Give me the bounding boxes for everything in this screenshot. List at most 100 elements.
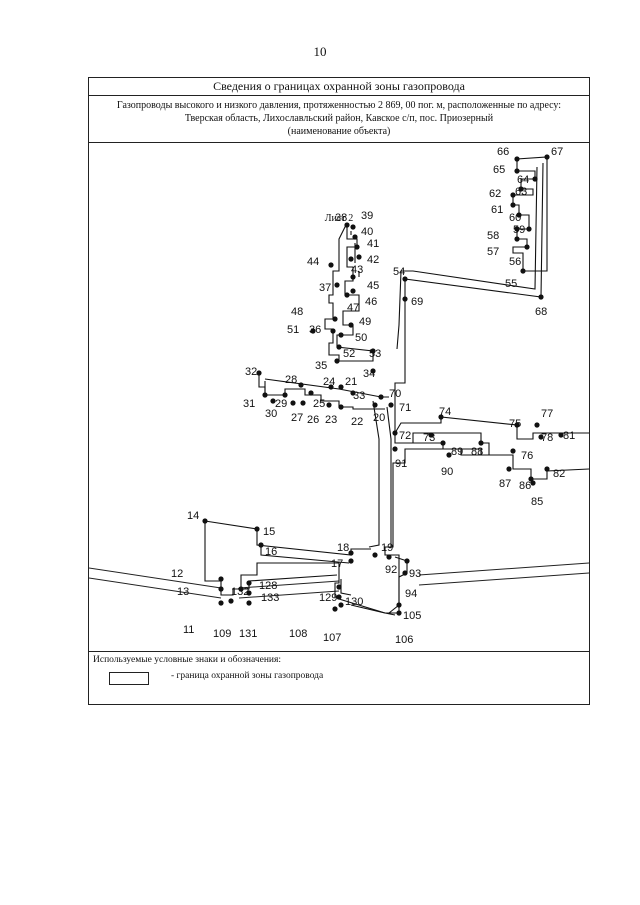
- boundary-point-label-74: 74: [439, 406, 451, 418]
- boundary-point-57: [514, 236, 520, 242]
- boundary-point-label-59: 59: [513, 224, 525, 236]
- boundary-point-label-32: 32: [245, 366, 257, 378]
- boundary-point-64: [532, 176, 538, 182]
- boundary-point-label-52: 52: [343, 348, 355, 360]
- boundary-point-35: [334, 358, 340, 364]
- boundary-point-label-88: 88: [471, 446, 483, 458]
- boundary-point-label-37: 37: [319, 282, 331, 294]
- boundary-point-label-107: 107: [323, 632, 341, 644]
- boundary-point-132: [238, 586, 244, 592]
- boundary-point-label-85: 85: [531, 496, 543, 508]
- boundary-point-label-25: 25: [313, 398, 325, 410]
- boundary-point-label-69: 69: [411, 296, 423, 308]
- boundary-point-33: [350, 390, 356, 396]
- boundary-point-76: [510, 448, 516, 454]
- boundary-point-label-12: 12: [171, 568, 183, 580]
- boundary-point-66: [514, 156, 520, 162]
- boundary-point-19: [372, 552, 378, 558]
- boundary-point-52: [336, 344, 342, 350]
- boundary-point-34: [370, 368, 376, 374]
- boundary-point-131: [246, 600, 252, 606]
- boundary-point-85: [530, 480, 536, 486]
- boundary-point-75: [514, 422, 520, 428]
- boundary-point-12: [218, 576, 224, 582]
- boundary-point-91: [392, 446, 398, 452]
- boundary-point-label-109: 109: [213, 628, 231, 640]
- boundary-point-106: [396, 610, 402, 616]
- boundary-point-109: [228, 598, 234, 604]
- boundary-point-65: [514, 168, 520, 174]
- boundary-point-54: [402, 276, 408, 282]
- boundary-point-label-63: 63: [515, 186, 527, 198]
- object-description: Газопроводы высокого и низкого давления,…: [89, 95, 589, 143]
- boundary-point-label-16: 16: [265, 546, 277, 558]
- boundary-point-label-47: 47: [347, 302, 359, 314]
- boundary-point-label-43: 43: [351, 264, 363, 276]
- legend-boundary-swatch: [109, 672, 149, 685]
- boundary-point-label-50: 50: [355, 332, 367, 344]
- boundary-point-93: [404, 558, 410, 564]
- boundary-point-label-42: 42: [367, 254, 379, 266]
- road-left-lower: [89, 577, 222, 599]
- boundary-point-label-66: 66: [497, 146, 509, 158]
- boundary-point-label-27: 27: [291, 412, 303, 424]
- boundary-point-label-23: 23: [325, 414, 337, 426]
- boundary-point-128: [246, 580, 252, 586]
- boundary-point-label-40: 40: [361, 226, 373, 238]
- boundary-point-53: [370, 348, 376, 354]
- boundary-point-label-51: 51: [287, 324, 299, 336]
- boundary-point-71: [388, 402, 394, 408]
- boundary-point-22: [338, 404, 344, 410]
- boundary-point-30: [270, 398, 276, 404]
- boundary-point-label-29: 29: [275, 398, 287, 410]
- boundary-point-16: [258, 542, 264, 548]
- boundary-point-129: [336, 584, 342, 590]
- boundary-point-38: [344, 222, 350, 228]
- boundary-point-label-92: 92: [385, 564, 397, 576]
- boundary-point-78: [538, 434, 544, 440]
- boundary-point-14: [202, 518, 208, 524]
- boundary-point-77: [534, 422, 540, 428]
- sheet-label: Лист 2: [324, 213, 354, 224]
- boundary-point-13: [218, 586, 224, 592]
- boundary-point-32: [256, 370, 262, 376]
- boundary-point-42: [356, 254, 362, 260]
- boundary-point-label-56: 56: [509, 256, 521, 268]
- boundary-point-21: [338, 384, 344, 390]
- boundary-point-label-77: 77: [541, 408, 553, 420]
- boundary-point-label-54: 54: [393, 266, 405, 278]
- boundary-point-67: [544, 154, 550, 160]
- boundary-point-88: [478, 440, 484, 446]
- boundary-point-label-20: 20: [373, 412, 385, 424]
- boundary-point-label-49: 49: [359, 316, 371, 328]
- boundary-point-label-90: 90: [441, 466, 453, 478]
- boundary-point-label-39: 39: [361, 210, 373, 222]
- boundary-point-label-45: 45: [367, 280, 379, 292]
- road-right-lower: [418, 572, 589, 586]
- boundary-point-label-94: 94: [405, 588, 417, 600]
- road-mid-lower: [238, 590, 340, 599]
- boundary-point-47: [344, 292, 350, 298]
- object-description-line3: (наименование объекта): [287, 126, 391, 137]
- boundary-point-48: [332, 316, 338, 322]
- boundary-point-label-46: 46: [365, 296, 377, 308]
- boundary-point-59: [526, 226, 532, 232]
- boundary-point-44: [328, 262, 334, 268]
- boundary-point-26: [300, 400, 306, 406]
- boundary-point-27: [290, 400, 296, 406]
- boundary-point-label-48: 48: [291, 306, 303, 318]
- boundary-point-81: [558, 432, 564, 438]
- boundary-point-46: [350, 288, 356, 294]
- boundary-point-20: [372, 402, 378, 408]
- boundary-point-label-81: 81: [563, 430, 575, 442]
- boundary-point-69: [402, 296, 408, 302]
- boundary-point-label-35: 35: [315, 360, 327, 372]
- boundary-point-label-11: 11: [183, 624, 194, 636]
- boundary-point-label-105: 105: [403, 610, 421, 622]
- boundary-point-24: [328, 384, 334, 390]
- boundary-point-17: [348, 558, 354, 564]
- boundary-point-label-91: 91: [395, 458, 407, 470]
- legend-boundary-text: - граница охранной зоны газопровода: [171, 671, 324, 681]
